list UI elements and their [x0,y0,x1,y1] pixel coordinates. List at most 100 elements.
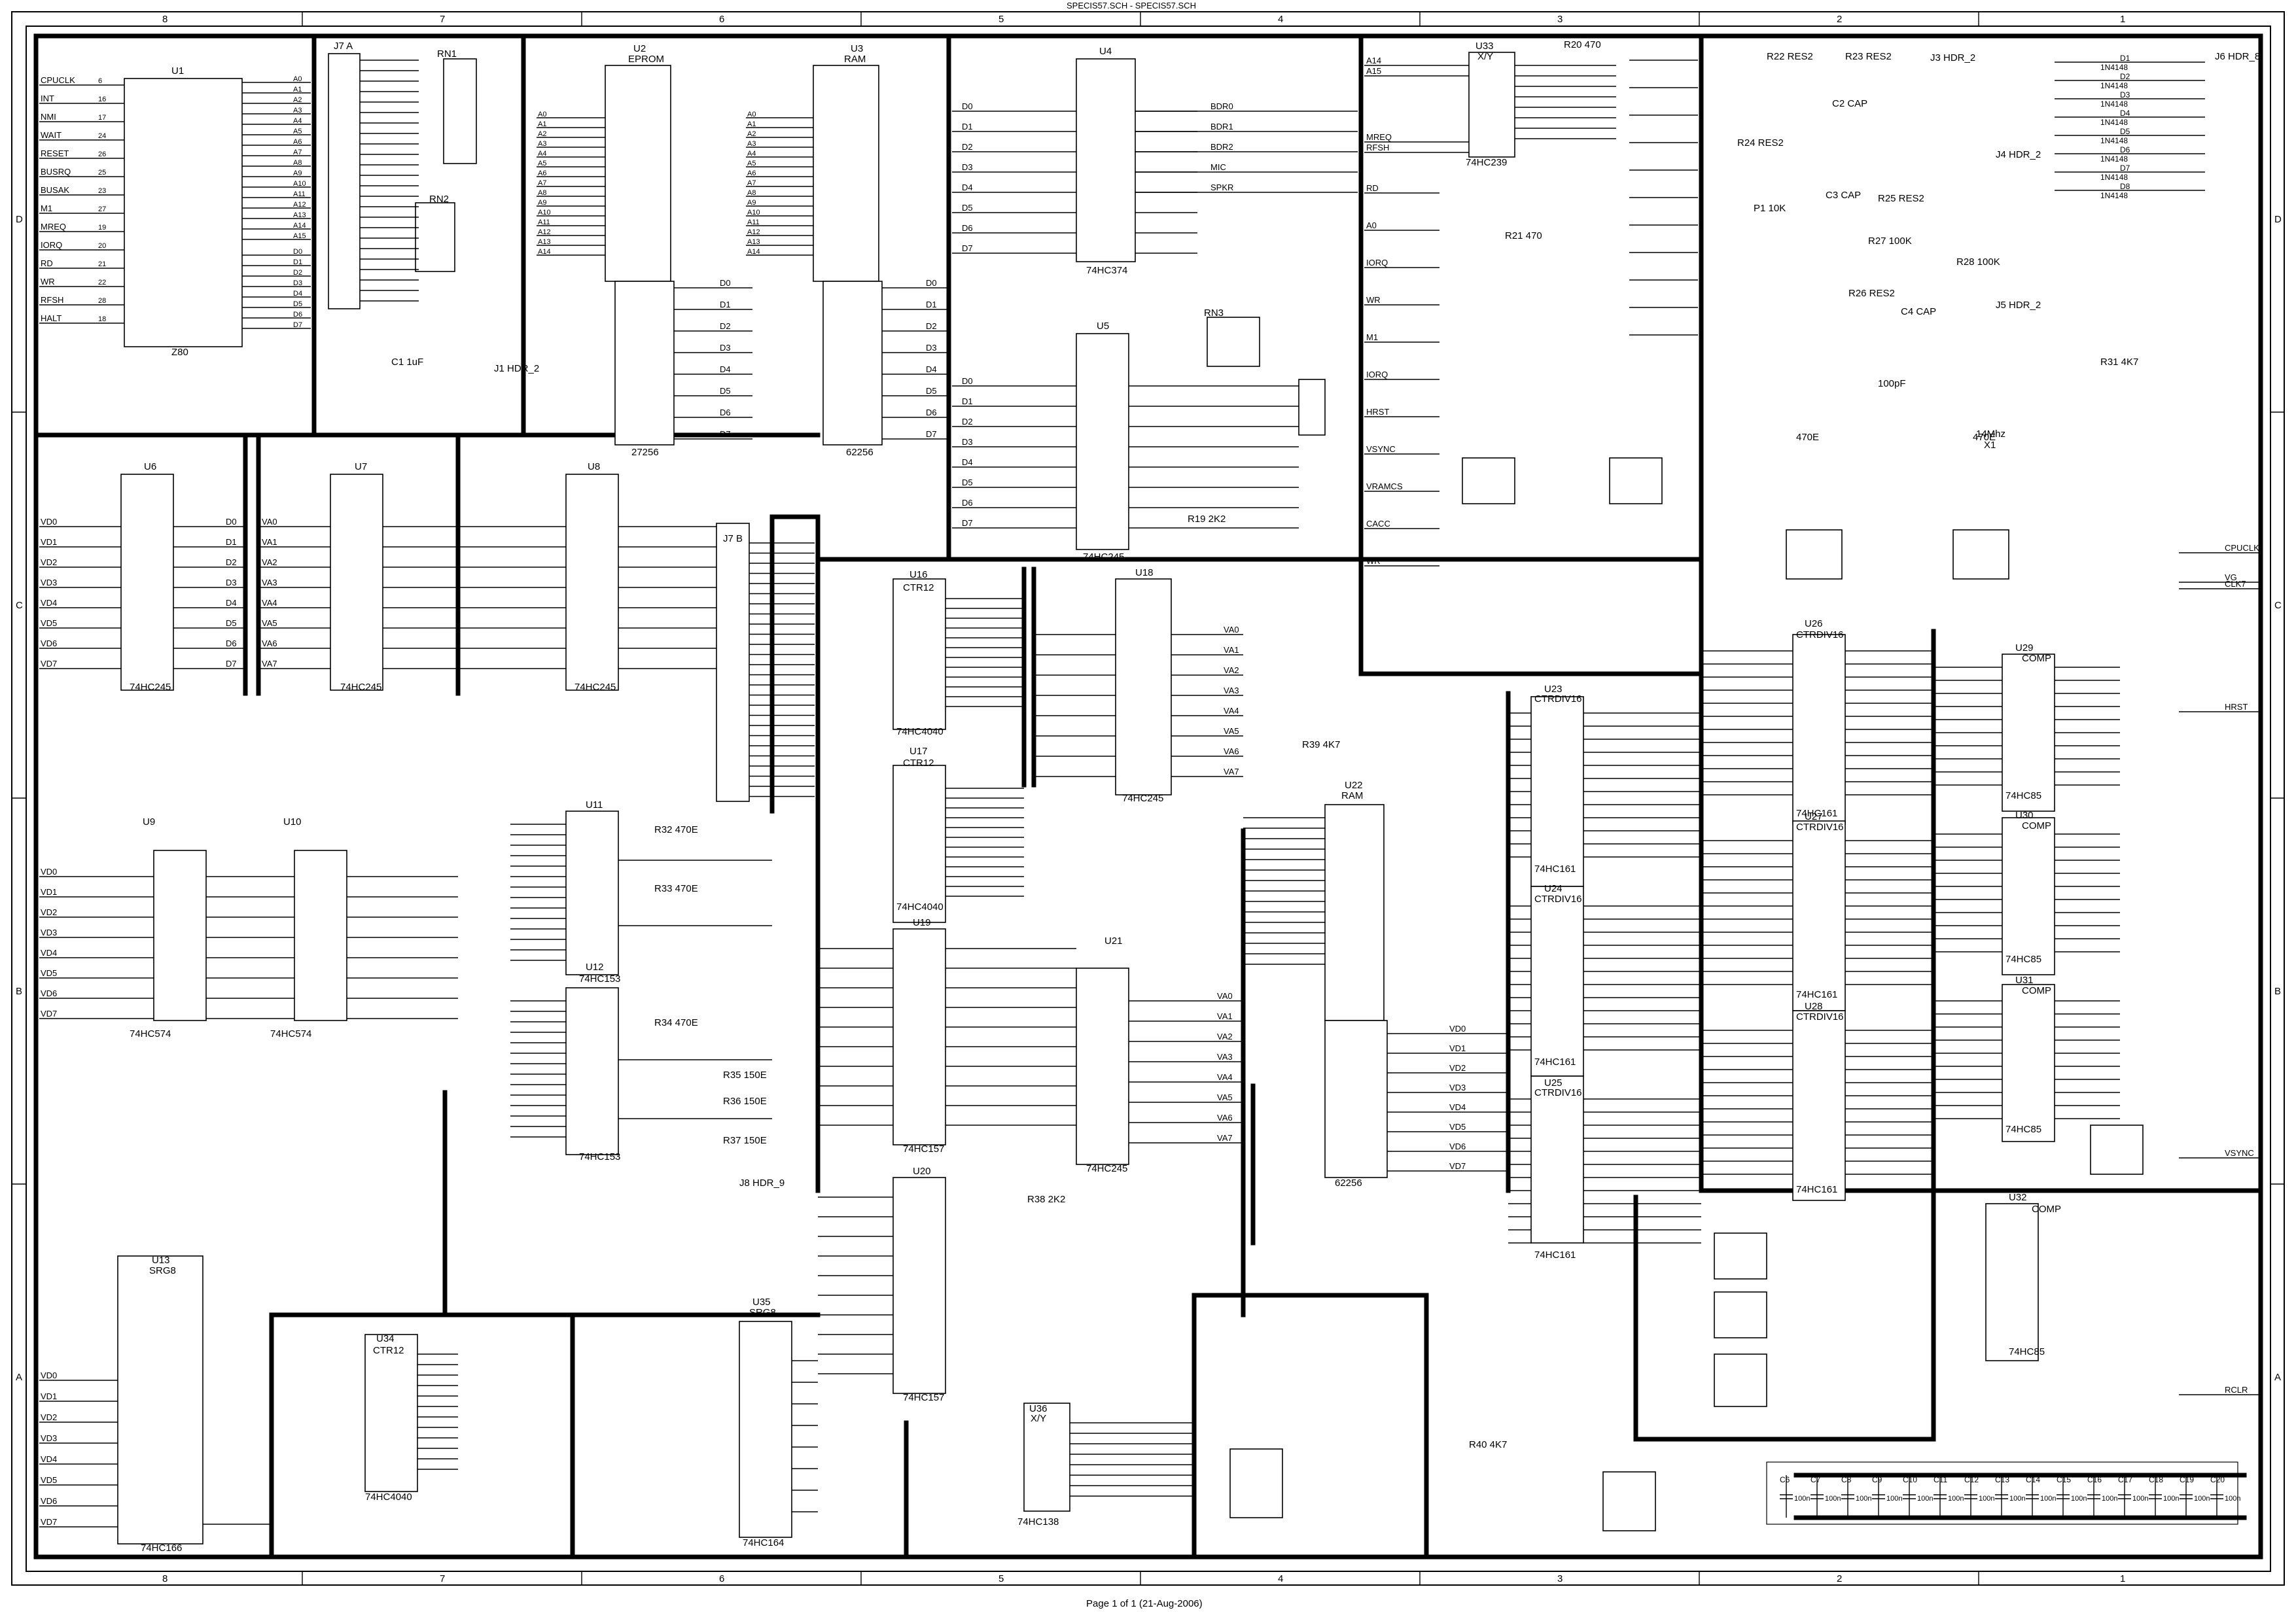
u19-type: 74HC157 [903,1143,945,1155]
z80-addr-net: A15 [293,232,306,240]
u7-va-net: VA5 [262,618,277,628]
z80-net-label: RESET [41,148,69,158]
decap-value: 100n [2225,1495,2241,1503]
u9-vd-net: VD6 [41,988,57,998]
eprom-addr-net: A9 [538,199,546,207]
u16-body [892,578,946,730]
z80-addr-net: A6 [293,138,302,146]
right-output-net: CPUCLK [2225,543,2259,553]
u4-data-net: D7 [962,243,973,253]
u5-data-net: D4 [962,457,973,467]
z80-net-label: HALT [41,313,62,323]
r29-label: 470E [1796,432,1820,443]
u13-sub: SRG8 [149,1265,176,1276]
c5-label: 100pF [1878,378,1906,389]
u6-d-net: D0 [226,517,237,527]
z80-pin-number: 23 [98,187,106,195]
p1-label: P1 10K [1754,203,1786,214]
col-label: 5 [998,14,1004,25]
z80-pin-number: 25 [98,169,106,177]
u21-ref: U21 [1104,935,1123,947]
z80-addr-net: A0 [293,75,302,83]
decap-value: 100n [2132,1495,2149,1503]
u13-vd-net: VD0 [41,1370,57,1380]
z80-data-net: D4 [293,290,302,298]
u34-ref: U34 [376,1333,395,1344]
z80-data-net: D6 [293,311,302,319]
z80-pin-number: 28 [98,297,106,305]
col-label: 4 [1278,14,1283,25]
u19-ref: U19 [913,917,931,928]
u36-type: 74HC138 [1017,1516,1059,1527]
ram-data-net: D1 [926,300,937,309]
u30-body [2002,817,2055,975]
u30-ref: U30 [2015,810,2034,821]
u6-vd-net: VD5 [41,618,57,628]
u6-vd-net: VD2 [41,557,57,567]
u22-vd-net: VD1 [1449,1043,1466,1053]
ram-addr-net: A1 [747,120,756,128]
z80-net-label: BUSRQ [41,167,71,177]
r26-label: R26 RES2 [1848,288,1895,299]
u18-va-net: VA1 [1224,645,1239,655]
u6-d-net: D4 [226,598,237,608]
j7a-body [328,53,361,309]
u21-va-net: VA3 [1217,1052,1233,1062]
eprom-addr-net: A6 [538,169,546,177]
u10-type: 74HC574 [270,1028,312,1039]
u36-sub: X/Y [1031,1413,1047,1424]
eprom-addr-net: A4 [538,150,546,158]
io-logic-net: VRAMCS [1366,481,1403,491]
right-output-net: VG [2225,572,2237,582]
u6-vd-net: VD7 [41,659,57,669]
diode-type: 1N4148 [2100,118,2128,127]
u16-type: 74HC4040 [896,726,944,737]
u3-ref: U3 [851,43,864,54]
col-label: 8 [162,1573,168,1584]
component-bodies [117,52,2238,1544]
z80-pin-number: 17 [98,114,106,122]
u4-output-net: MIC [1210,162,1226,172]
ram-addr-net: A4 [747,150,756,158]
u22-vd-net: VD5 [1449,1122,1466,1132]
z80-data-net: D1 [293,258,302,266]
decap-label: C11 [1934,1475,1948,1484]
u27-sub: CTRDIV16 [1796,822,1844,833]
rn3-body [1207,317,1260,367]
u7-va-net: VA7 [262,659,277,669]
u7-va-net: VA1 [262,537,277,547]
column-ticks [12,12,2284,1585]
decap-value: 100n [1886,1495,1903,1503]
z80-net-label: IORQ [41,240,62,250]
c4-label: C4 CAP [1901,306,1937,317]
page-footer: Page 1 of 1 (21-Aug-2006) [1086,1598,1203,1609]
u1-type: Z80 [171,347,188,358]
u7-va-net: VA4 [262,598,277,608]
r40-label: R40 4K7 [1469,1439,1508,1450]
r38-label: R38 2K2 [1027,1194,1066,1205]
z80-net-label: INT [41,94,54,103]
eprom-data-net: D1 [720,300,731,309]
u1-ref: U1 [171,65,185,77]
decap-label: C8 [1841,1475,1852,1484]
rn1-body [443,58,477,164]
ram-addr-net: A0 [747,111,756,118]
decap-label: C16 [2087,1475,2102,1484]
crystal-ref: X1 [1984,440,1996,451]
row-label: C [16,600,23,611]
eprom-addr-net: A8 [538,189,546,197]
decap-label: C15 [2057,1475,2072,1484]
ram-data-net: D4 [926,364,937,374]
decap-value: 100n [2009,1495,2026,1503]
diode-label: D1 [2120,54,2130,63]
r34-label: R34 470E [654,1017,698,1028]
r25-label: R25 RES2 [1878,193,1924,204]
col-label: 8 [162,14,168,25]
u22-vd-net: VD3 [1449,1083,1466,1092]
r36-label: R36 150E [723,1096,767,1107]
ram-data-net: D3 [926,343,937,353]
z80-data-net: D0 [293,248,302,256]
rn2-label: RN2 [429,194,450,205]
decap-value: 100n [1948,1495,1964,1503]
